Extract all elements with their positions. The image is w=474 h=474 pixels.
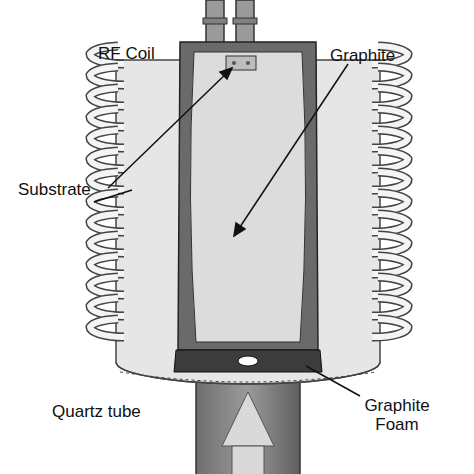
coil-turn-outline — [90, 88, 124, 106]
coil-turn — [90, 235, 124, 253]
coil-turn — [90, 88, 124, 106]
coil-turn-outline — [372, 214, 408, 232]
coil-turn-outline — [90, 256, 124, 274]
coil-turn-outline — [372, 88, 408, 106]
coil-turn — [90, 277, 124, 295]
coil-turn — [372, 193, 408, 211]
coil-turn-outline — [372, 298, 408, 316]
coil-turn — [372, 214, 408, 232]
rf-coil — [90, 46, 408, 337]
coil-turn — [372, 109, 408, 127]
coil-turn — [90, 256, 124, 274]
coil-turn — [90, 319, 124, 337]
coil-turn — [90, 172, 124, 190]
coil-turn-outline — [372, 256, 408, 274]
coil-turn — [372, 319, 408, 337]
coil-turn — [372, 256, 408, 274]
part-label: Graphite Foam — [352, 396, 442, 434]
coil-turn-outline — [90, 151, 124, 169]
coil-turn — [372, 130, 408, 148]
gas-pipes — [203, 0, 257, 48]
coil-turn-outline — [372, 109, 408, 127]
coil-turn — [90, 109, 124, 127]
coil-turn — [372, 235, 408, 253]
coil-turn-outline — [372, 172, 408, 190]
coil-turn-outline — [372, 67, 408, 85]
coil-turn-outline — [90, 235, 124, 253]
coil-turn-outline — [90, 319, 124, 337]
part-label: Quartz tube — [52, 402, 162, 421]
part-label: RF Coil — [98, 44, 188, 63]
coil-turn-outline — [90, 130, 124, 148]
coil-turn-outline — [372, 151, 408, 169]
coil-turn — [372, 277, 408, 295]
coil-turn-outline — [90, 214, 124, 232]
coil-turn-outline — [90, 67, 124, 85]
coil-turn-outline — [372, 235, 408, 253]
coil-turn-outline — [90, 109, 124, 127]
graphite-susceptor — [178, 42, 318, 350]
coil-turn-outline — [90, 277, 124, 295]
coil-turn — [90, 298, 124, 316]
coil-turn — [90, 130, 124, 148]
coil-turn — [372, 151, 408, 169]
coil-turn-outline — [90, 298, 124, 316]
coil-turn — [372, 67, 408, 85]
leader-lines — [94, 64, 360, 396]
part-label: Graphite — [330, 46, 420, 65]
quartz-tube — [196, 372, 300, 474]
coil-turn-outline — [372, 130, 408, 148]
coil-turn — [372, 172, 408, 190]
coil-turn — [90, 214, 124, 232]
coil-turn — [372, 88, 408, 106]
coil-turn-outline — [372, 319, 408, 337]
coil-turn — [372, 298, 408, 316]
coil-turn-outline — [372, 193, 408, 211]
coil-turn — [90, 151, 124, 169]
coil-turn — [90, 67, 124, 85]
coil-turn-outline — [90, 172, 124, 190]
part-label: Substrate — [18, 180, 108, 199]
graphite-foam — [120, 350, 376, 382]
coil-turn-outline — [372, 277, 408, 295]
